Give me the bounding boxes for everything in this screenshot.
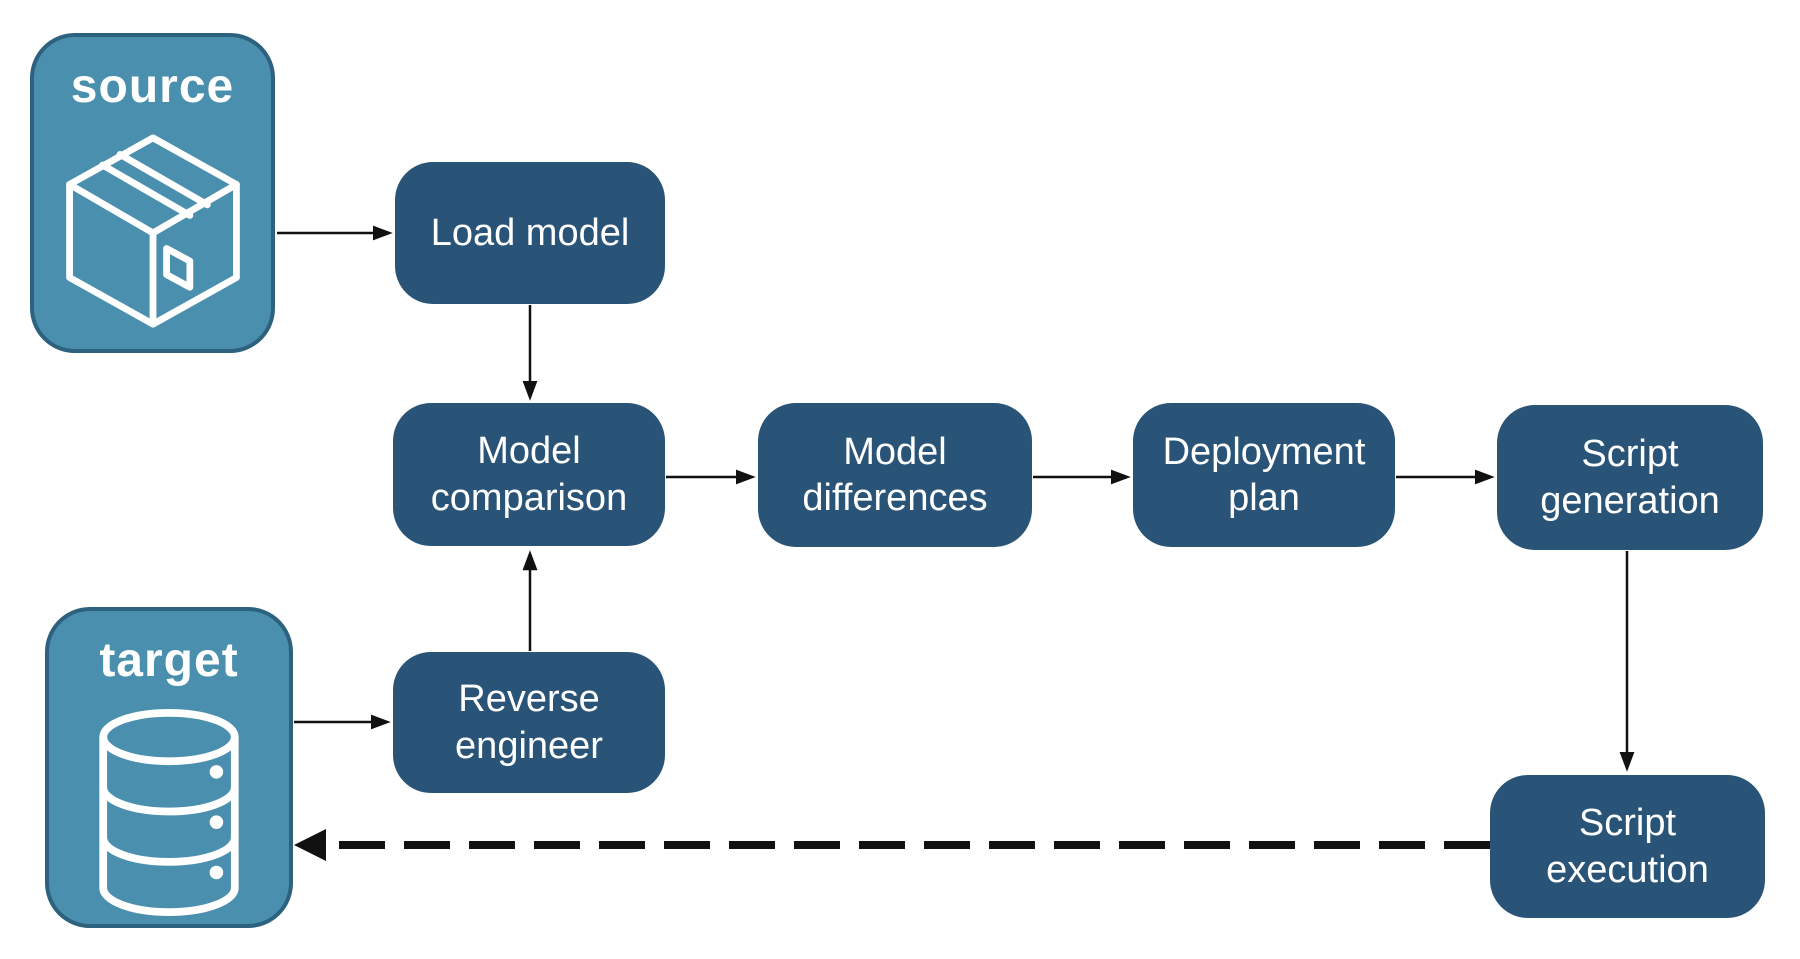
reverse-engineer-label: Reverse engineer [455, 678, 603, 767]
dashed-arrowhead [294, 829, 326, 861]
database-icon [99, 708, 239, 916]
script-execution-label: Script execution [1546, 802, 1709, 891]
database-dots [209, 765, 224, 880]
node-deployment-plan: Deployment plan [1133, 403, 1395, 547]
entity-source: source [30, 33, 275, 353]
target-label: target [99, 634, 239, 687]
script-generation-label: Script generation [1540, 433, 1720, 522]
entity-target: target [45, 607, 293, 928]
model-comparison-label: Model comparison [430, 430, 628, 519]
package-icon [65, 134, 240, 328]
node-model-differences: Model differences [758, 403, 1032, 547]
node-reverse-engineer: Reverse engineer [393, 652, 665, 793]
deployment-plan-label: Deployment plan [1162, 430, 1366, 519]
node-model-comparison: Model comparison [393, 403, 665, 546]
dashed-arrow-script-execution-to-target [294, 829, 1490, 861]
node-load-model: Load model [395, 162, 665, 304]
node-script-generation: Script generation [1497, 405, 1763, 550]
load-model-label: Load model [430, 211, 630, 254]
source-label: source [70, 60, 235, 113]
model-differences-label: Model differences [802, 430, 988, 519]
node-script-execution: Script execution [1490, 775, 1765, 918]
